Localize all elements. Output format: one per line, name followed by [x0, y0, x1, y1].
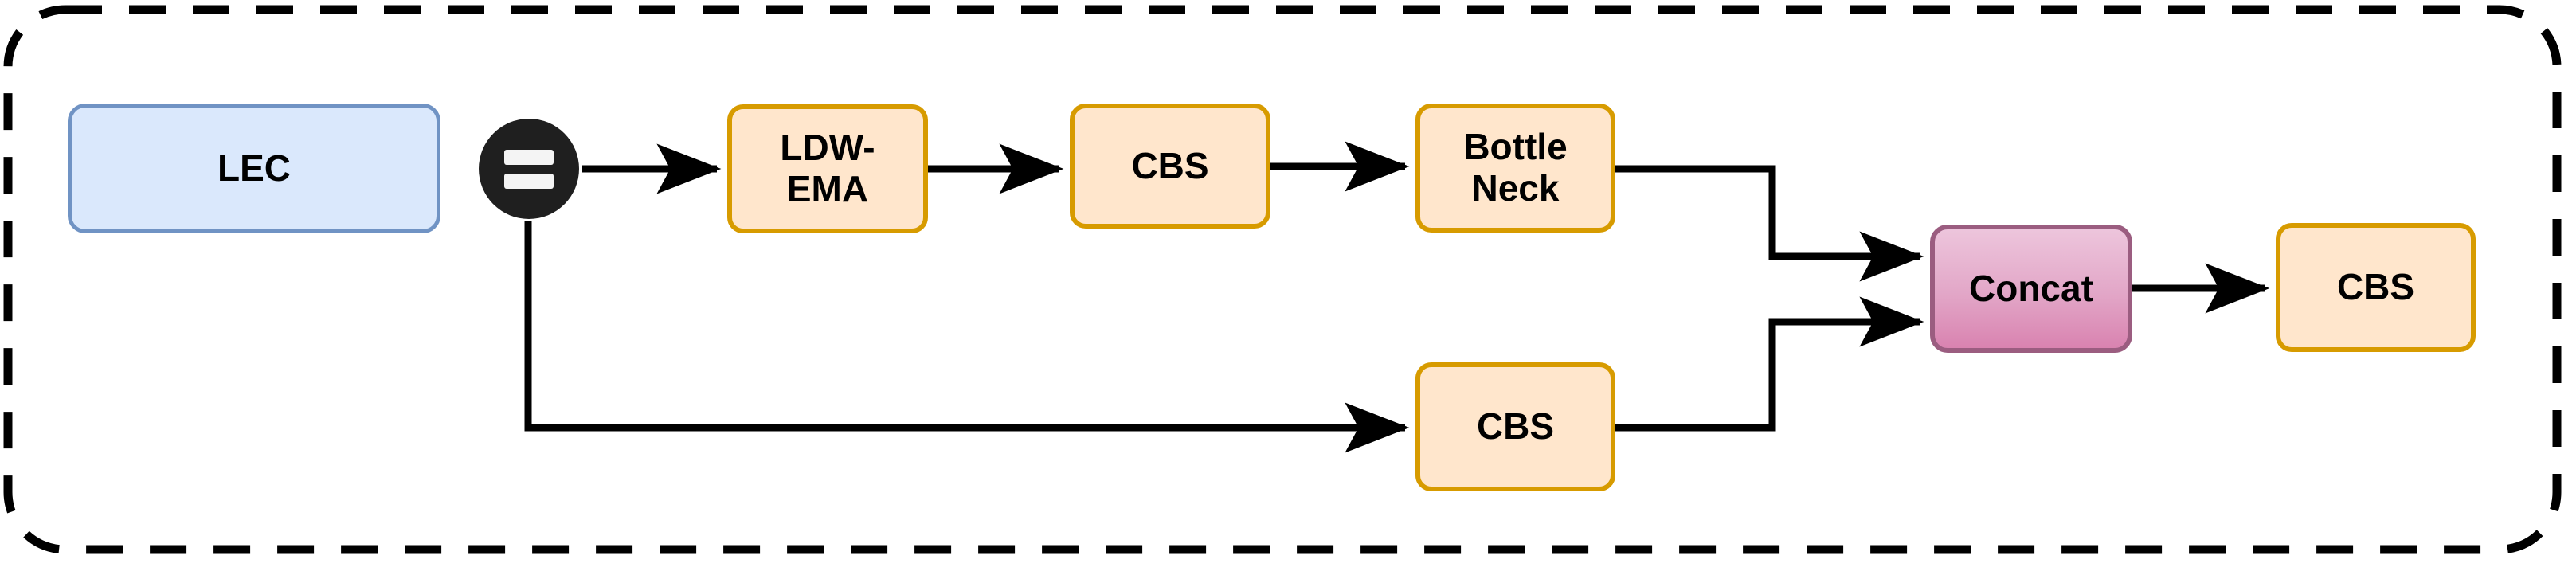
edge-cbsbottom-to-concat	[1615, 296, 1924, 432]
node-cbs-top[interactable]: CBS	[1070, 104, 1270, 229]
node-ldw-ema[interactable]: LDW- EMA	[727, 104, 928, 233]
split-node-icon[interactable]	[479, 119, 579, 219]
node-cbs-bottom[interactable]: CBS	[1415, 362, 1615, 491]
node-concat-label: Concat	[1969, 267, 2093, 309]
split-bar-top	[504, 149, 554, 165]
node-cbs-out[interactable]: CBS	[2276, 223, 2476, 352]
node-bottleneck[interactable]: Bottle Neck	[1415, 104, 1615, 233]
edge-split-to-cbsbottom	[524, 221, 1410, 453]
node-ldw-ema-label: LDW- EMA	[780, 127, 875, 209]
node-bottleneck-label: Bottle Neck	[1463, 126, 1568, 209]
edge-bottleneck-to-concat	[1615, 165, 1924, 282]
node-cbs-top-label: CBS	[1131, 144, 1209, 186]
node-lec[interactable]: LEC	[68, 104, 440, 233]
node-cbs-out-label: CBS	[2336, 266, 2415, 308]
split-bar-bottom	[504, 173, 554, 189]
node-concat[interactable]: Concat	[1930, 225, 2132, 353]
outer-dashed-container	[3, 5, 2562, 554]
node-lec-label: LEC	[217, 147, 291, 189]
node-cbs-bottom-label: CBS	[1476, 405, 1555, 448]
